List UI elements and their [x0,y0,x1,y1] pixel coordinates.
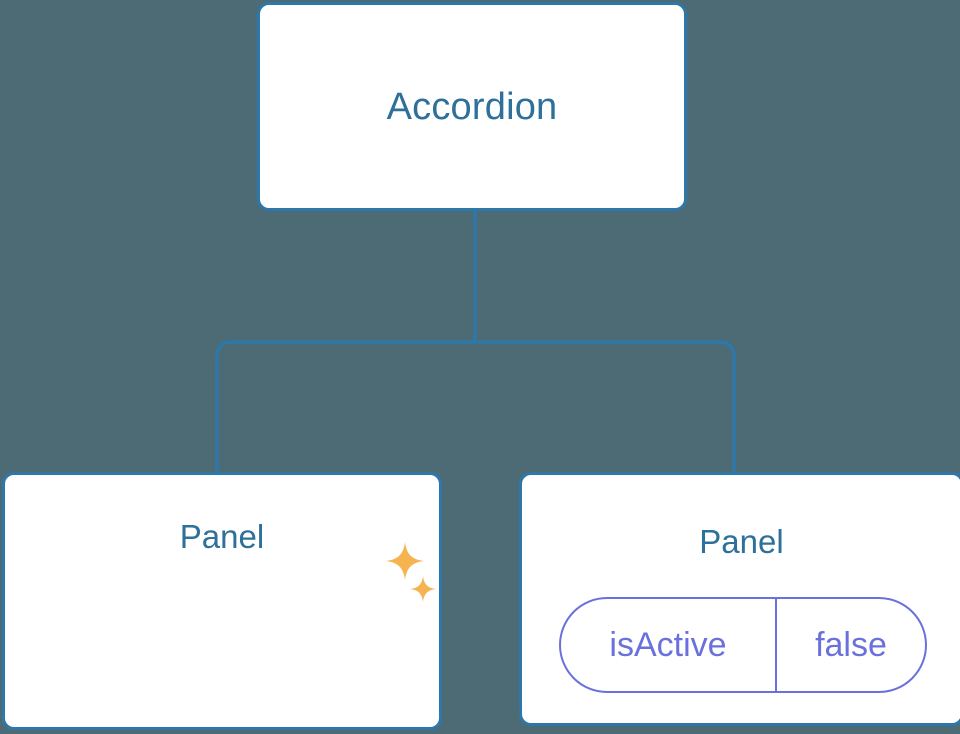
prop-key-is-active: isActive [561,599,777,691]
node-accordion-title: Accordion [386,85,558,128]
connector-branch-bar [215,340,736,474]
node-panel-active[interactable]: Panel isActive true [2,472,442,730]
prop-pill-is-active-false[interactable]: isActive false [559,597,927,693]
node-panel-inactive-title: Panel [699,523,784,560]
sparkle-icon [386,542,424,580]
node-panel-active-title: Panel [179,518,265,555]
node-accordion[interactable]: Accordion [257,2,687,211]
prop-value-is-active: false [815,625,887,664]
node-panel-inactive[interactable]: Panel isActive false [519,472,960,726]
sparkle-icon [410,576,436,602]
